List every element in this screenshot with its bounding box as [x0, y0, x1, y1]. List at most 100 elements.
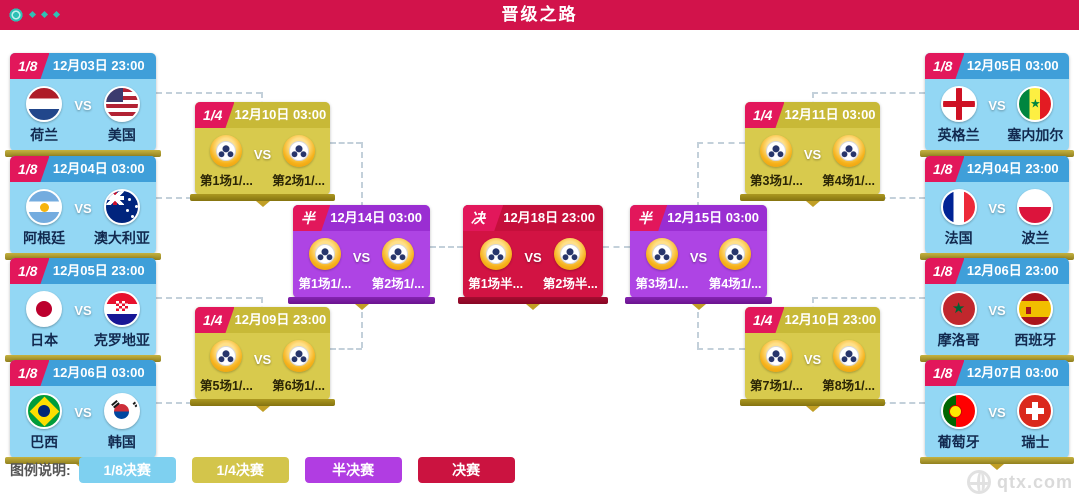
team-flag-icon — [940, 189, 977, 225]
match-date: 12月14日 03:00 — [330, 210, 422, 225]
team-home[interactable]: 葡萄牙 — [929, 393, 988, 452]
card-header: 1/8 12月04日 23:00 — [925, 156, 1069, 182]
match-date: 12月04日 23:00 — [966, 161, 1059, 176]
match-card-semi-left[interactable]: 半决 12月14日 03:00 第1场1/... VS 第2场1/... — [288, 205, 435, 310]
watermark-text: qtx.com — [996, 471, 1073, 492]
soccer-ball-icon — [210, 135, 243, 167]
stage-tag: 1/8 — [10, 360, 49, 386]
match-card-r16-right-2[interactable]: 1/8 12月04日 23:00 法国 VS 波兰 — [920, 156, 1074, 266]
match-date: 12月09日 23:00 — [234, 312, 327, 327]
match-date: 12月04日 03:00 — [52, 161, 145, 176]
card-body: 荷兰 VS 美国 — [10, 79, 156, 151]
card-header: 半决 12月15日 03:00 — [630, 205, 767, 231]
team-away[interactable]: 波兰 — [1006, 189, 1065, 248]
match-card-r16-left-2[interactable]: 1/8 12月04日 03:00 阿根廷 VS 澳大利亚 — [5, 156, 161, 266]
team-away[interactable]: 第2场半... — [542, 238, 599, 292]
vs-label: VS — [74, 98, 92, 113]
team-name: 英格兰 — [937, 127, 980, 143]
team-name: 克罗地亚 — [93, 332, 150, 348]
legend-pill-sf: 半决赛 — [304, 457, 402, 483]
team-flag-icon — [1017, 291, 1054, 327]
team-name: 第1场1/... — [200, 174, 253, 188]
team-home[interactable]: 第1场半... — [467, 238, 524, 292]
team-away[interactable]: 塞内加尔 — [1006, 86, 1065, 145]
team-away[interactable]: 第2场1/... — [370, 238, 426, 292]
team-away[interactable]: 韩国 — [92, 393, 152, 452]
soccer-ball-icon — [760, 135, 793, 167]
team-flag-icon — [26, 393, 63, 429]
team-flag-icon — [103, 86, 140, 122]
team-flag-icon — [103, 393, 140, 429]
globe-icon — [966, 470, 991, 494]
match-card-r16-right-3[interactable]: 1/8 12月06日 23:00 摩洛哥 VS 西班牙 — [920, 258, 1074, 368]
team-away[interactable]: 第4场1/... — [821, 135, 876, 189]
card-footer-ribbon — [288, 297, 435, 310]
team-name: 波兰 — [1021, 230, 1050, 246]
match-card-qf-left-bottom[interactable]: 1/4 12月09日 23:00 第5场1/... VS 第6场1/... — [190, 307, 335, 412]
team-away[interactable]: 瑞士 — [1006, 393, 1065, 452]
team-home[interactable]: 荷兰 — [14, 86, 74, 145]
team-flag-icon — [940, 393, 977, 429]
team-away[interactable]: 第4场1/... — [707, 238, 763, 292]
team-name: 摩洛哥 — [937, 332, 980, 348]
soccer-ball-icon — [645, 238, 678, 270]
match-card-final[interactable]: 决赛 12月18日 23:00 第1场半... VS 第2场半... — [458, 205, 608, 310]
match-card-r16-left-1[interactable]: 1/8 12月03日 23:00 荷兰 VS 美国 — [5, 53, 161, 163]
team-home[interactable]: 第7场1/... — [749, 340, 804, 394]
team-name: 阿根廷 — [23, 230, 66, 246]
top-bar: 晋级之路 — [0, 0, 1079, 30]
team-home[interactable]: 第1场1/... — [199, 135, 254, 189]
legend-label: 图例说明: — [10, 462, 71, 478]
card-header: 1/8 12月07日 03:00 — [925, 360, 1069, 386]
team-away[interactable]: 美国 — [92, 86, 152, 145]
team-away[interactable]: 第8场1/... — [821, 340, 876, 394]
match-card-r16-left-4[interactable]: 1/8 12月06日 03:00 巴西 VS 韩国 — [5, 360, 161, 470]
card-body: 第3场1/... VS 第4场1/... — [745, 128, 880, 195]
team-home[interactable]: 第1场1/... — [297, 238, 353, 292]
watermark: qtx.com — [966, 470, 1073, 494]
vs-label: VS — [352, 250, 371, 265]
team-away[interactable]: 西班牙 — [1006, 291, 1065, 350]
card-header: 1/8 12月05日 03:00 — [925, 53, 1069, 79]
match-card-qf-left-top[interactable]: 1/4 12月10日 03:00 第1场1/... VS 第2场1/... — [190, 102, 335, 207]
site-logo-icon[interactable] — [8, 7, 24, 23]
team-away[interactable]: 第2场1/... — [271, 135, 326, 189]
card-header: 1/4 12月10日 03:00 — [195, 102, 330, 128]
team-home[interactable]: 英格兰 — [929, 86, 988, 145]
stage-tag: 半决 — [293, 205, 330, 231]
soccer-ball-icon — [832, 340, 865, 372]
card-body: 第7场1/... VS 第8场1/... — [745, 333, 880, 400]
team-name: 日本 — [30, 332, 59, 348]
team-flag-icon — [1017, 393, 1054, 429]
team-away[interactable]: 第6场1/... — [271, 340, 326, 394]
team-home[interactable]: 摩洛哥 — [929, 291, 988, 350]
match-card-semi-right[interactable]: 半决 12月15日 03:00 第3场1/... VS 第4场1/... — [625, 205, 772, 310]
card-header: 1/8 12月06日 23:00 — [925, 258, 1069, 284]
team-home[interactable]: 阿根廷 — [14, 189, 74, 248]
team-home[interactable]: 第3场1/... — [749, 135, 804, 189]
match-card-r16-left-3[interactable]: 1/8 12月05日 23:00 日本 VS 克罗地亚 — [5, 258, 161, 368]
team-home[interactable]: 法国 — [929, 189, 988, 248]
match-card-r16-right-4[interactable]: 1/8 12月07日 03:00 葡萄牙 VS 瑞士 — [920, 360, 1074, 470]
card-footer-ribbon — [190, 194, 335, 207]
vs-label: VS — [689, 250, 708, 265]
match-card-r16-right-1[interactable]: 1/8 12月05日 03:00 英格兰 VS 塞内加尔 — [920, 53, 1074, 163]
team-home[interactable]: 巴西 — [14, 393, 74, 452]
match-card-qf-right-top[interactable]: 1/4 12月11日 03:00 第3场1/... VS 第4场1/... — [740, 102, 885, 207]
vs-label: VS — [74, 405, 92, 420]
team-home[interactable]: 日本 — [14, 291, 74, 350]
card-header: 决赛 12月18日 23:00 — [463, 205, 603, 231]
bracket-connector — [603, 246, 630, 248]
team-home[interactable]: 第3场1/... — [634, 238, 690, 292]
stage-tag: 1/4 — [195, 307, 234, 333]
team-name: 第8场1/... — [822, 379, 875, 393]
vs-label: VS — [988, 98, 1006, 113]
match-date: 12月05日 23:00 — [52, 263, 145, 278]
team-name: 第2场1/... — [371, 277, 425, 291]
team-home[interactable]: 第5场1/... — [199, 340, 254, 394]
soccer-ball-icon — [382, 238, 415, 270]
stage-tag: 1/8 — [10, 258, 49, 284]
match-card-qf-right-bottom[interactable]: 1/4 12月10日 23:00 第7场1/... VS 第8场1/... — [740, 307, 885, 412]
team-away[interactable]: 澳大利亚 — [92, 189, 152, 248]
team-away[interactable]: 克罗地亚 — [92, 291, 152, 350]
